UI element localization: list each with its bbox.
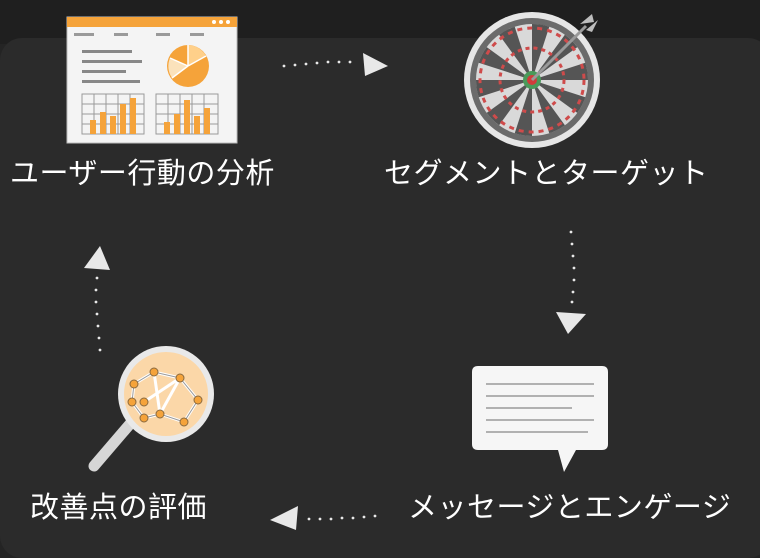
- stage-label-analyze: ユーザー行動の分析: [10, 156, 275, 190]
- dartboard-target-icon: [462, 10, 604, 152]
- arrow-segment-to-message: [556, 230, 586, 334]
- dashboard-analytics-icon: [66, 16, 238, 144]
- arrow-message-to-evaluate: [270, 506, 377, 530]
- arrow-analyze-to-segment: [282, 53, 388, 76]
- stage-label-segment: セグメントとターゲット: [384, 156, 709, 190]
- speech-bubble-icon: [472, 366, 612, 478]
- stage-label-message: メッセージとエンゲージ: [408, 490, 732, 524]
- flow-arrows: [84, 53, 586, 530]
- stage-label-evaluate: 改善点の評価: [30, 490, 208, 524]
- arrow-evaluate-to-analyze: [84, 246, 110, 352]
- magnifier-network-icon: [84, 344, 224, 474]
